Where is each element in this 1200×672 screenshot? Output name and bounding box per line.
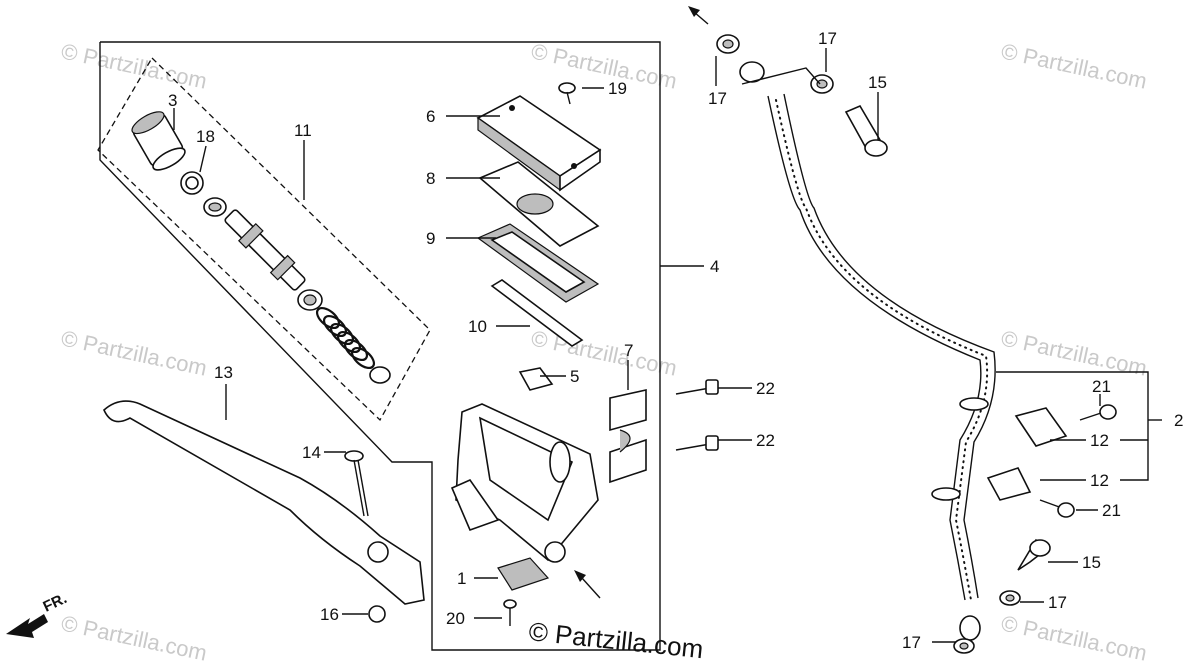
float-plate	[490, 279, 584, 347]
copyright-text: © Partzilla.com	[527, 616, 704, 664]
callout-21-lower: 21	[1102, 501, 1121, 520]
callout-18: 18	[196, 127, 215, 146]
leader-lines	[173, 11, 1162, 643]
callout-2: 2	[1174, 411, 1183, 430]
watermarks: © Partzilla.com © Partzilla.com © Partzi…	[59, 38, 1149, 665]
callout-14: 14	[302, 443, 321, 462]
cap-screw	[558, 82, 576, 105]
watermark: © Partzilla.com	[999, 610, 1149, 665]
callout-17-d: 17	[902, 633, 921, 652]
cap-plate	[478, 161, 600, 247]
piston-kit	[131, 111, 391, 384]
callout-8: 8	[426, 169, 435, 188]
callout-15-lower: 15	[1082, 553, 1101, 572]
watermark: © Partzilla.com	[59, 610, 209, 665]
callout-17-b: 17	[818, 29, 837, 48]
holder	[609, 389, 647, 484]
holder-bolts	[675, 379, 719, 451]
callout-4: 4	[710, 257, 719, 276]
watermark: © Partzilla.com	[529, 38, 679, 93]
watermark: © Partzilla.com	[59, 325, 209, 380]
callout-1: 1	[457, 569, 466, 588]
callout-20: 20	[446, 609, 465, 628]
callout-22-lower: 22	[756, 431, 775, 450]
brake-switch	[497, 557, 550, 591]
diaphragm	[476, 223, 600, 303]
clip	[518, 367, 554, 391]
callout-6: 6	[426, 107, 435, 126]
callout-3: 3	[168, 91, 177, 110]
callout-22-upper: 22	[756, 379, 775, 398]
pivot-nut	[368, 605, 386, 623]
callout-17-c: 17	[1048, 593, 1067, 612]
callout-5: 5	[570, 367, 579, 386]
callout-9: 9	[426, 229, 435, 248]
callout-10: 10	[468, 317, 487, 336]
callout-16: 16	[320, 605, 339, 624]
pivot-bolt	[344, 450, 369, 517]
sealing-washers	[716, 34, 1021, 654]
direction-arrow	[581, 577, 601, 599]
switch-screw	[503, 599, 517, 626]
brake-hose	[739, 61, 996, 641]
piston-kit-frame	[97, 56, 431, 422]
assembly-frame	[99, 41, 661, 651]
callout-15-upper: 15	[868, 73, 887, 92]
callout-12-upper: 12	[1090, 431, 1109, 450]
callout-11: 11	[294, 121, 312, 140]
hose-clamps	[986, 407, 1068, 501]
callout-7: 7	[624, 341, 633, 360]
master-cylinder-body	[450, 403, 599, 563]
banjo-bolts	[844, 104, 1051, 571]
clamp-bolts	[1039, 404, 1117, 518]
callout-21-upper: 21	[1092, 377, 1111, 396]
watermark: © Partzilla.com	[529, 325, 679, 380]
callout-17-a: 17	[708, 89, 727, 108]
reservoir-cap	[476, 95, 602, 192]
callout-labels: 1 2 3 4 5 6 7 8 9 10 11 12 12 13 14 15 1…	[168, 29, 1183, 652]
watermark: © Partzilla.com	[999, 38, 1149, 93]
callout-13: 13	[214, 363, 233, 382]
brake-lever	[103, 400, 425, 605]
watermark: © Partzilla.com	[59, 38, 209, 93]
callout-19: 19	[608, 79, 627, 98]
callout-12-lower: 12	[1090, 471, 1109, 490]
